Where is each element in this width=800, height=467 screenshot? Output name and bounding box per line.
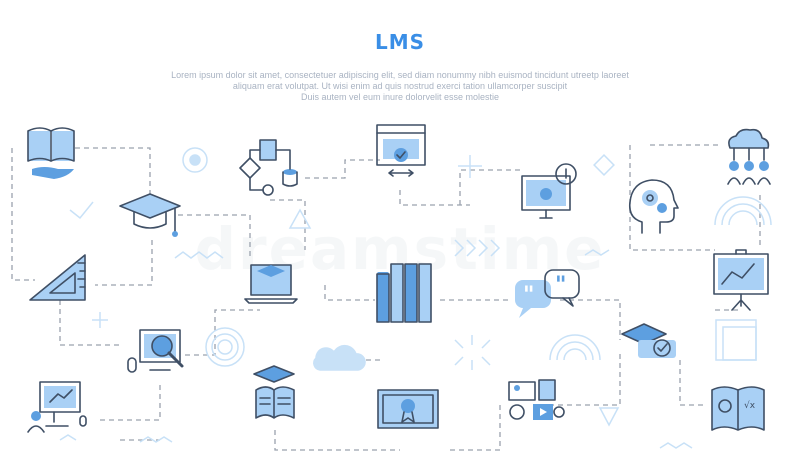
- description-line: Duis autem vel eum inure dolorvelit esse…: [300, 92, 500, 102]
- description: Lorem ipsum dolor sit amet, consectetuer…: [100, 70, 700, 103]
- triangle-ruler-icon: [29, 254, 86, 301]
- quote-bubbles-icon: "": [515, 269, 580, 318]
- web-course-icon: [376, 124, 426, 177]
- multimedia-files-icon: [508, 379, 565, 420]
- description-line: Lorem ipsum dolor sit amet, consectetuer…: [171, 70, 629, 80]
- certificate-icon: [377, 389, 439, 429]
- book-hand-icon: [27, 127, 75, 179]
- decorations: [59, 147, 772, 449]
- computer-apple-icon: [521, 163, 577, 219]
- book-cap-icon: [253, 365, 295, 419]
- graduation-cap-icon: [119, 193, 181, 237]
- open-book-science-icon: √x: [711, 386, 765, 431]
- cloud-network-icon: [727, 128, 771, 185]
- diploma-cap-icon: [621, 323, 676, 358]
- presentation-chart-icon: [713, 249, 769, 311]
- search-analytics-icon: [127, 329, 184, 373]
- connector-lines: [11, 144, 761, 451]
- page-title: LMS: [374, 30, 426, 54]
- svg-text:": ": [555, 272, 566, 298]
- laptop-graduation-icon: [244, 264, 298, 304]
- video-lecture-icon: [27, 381, 87, 433]
- description-line: aliquam erat volutpat. Ut wisi enim ad q…: [232, 81, 568, 91]
- head-gears-icon: [628, 179, 679, 234]
- workflow-database-icon: [239, 139, 298, 196]
- svg-text:": ": [523, 282, 534, 308]
- binders-icon: [376, 263, 432, 323]
- svg-text:√x: √x: [744, 400, 756, 411]
